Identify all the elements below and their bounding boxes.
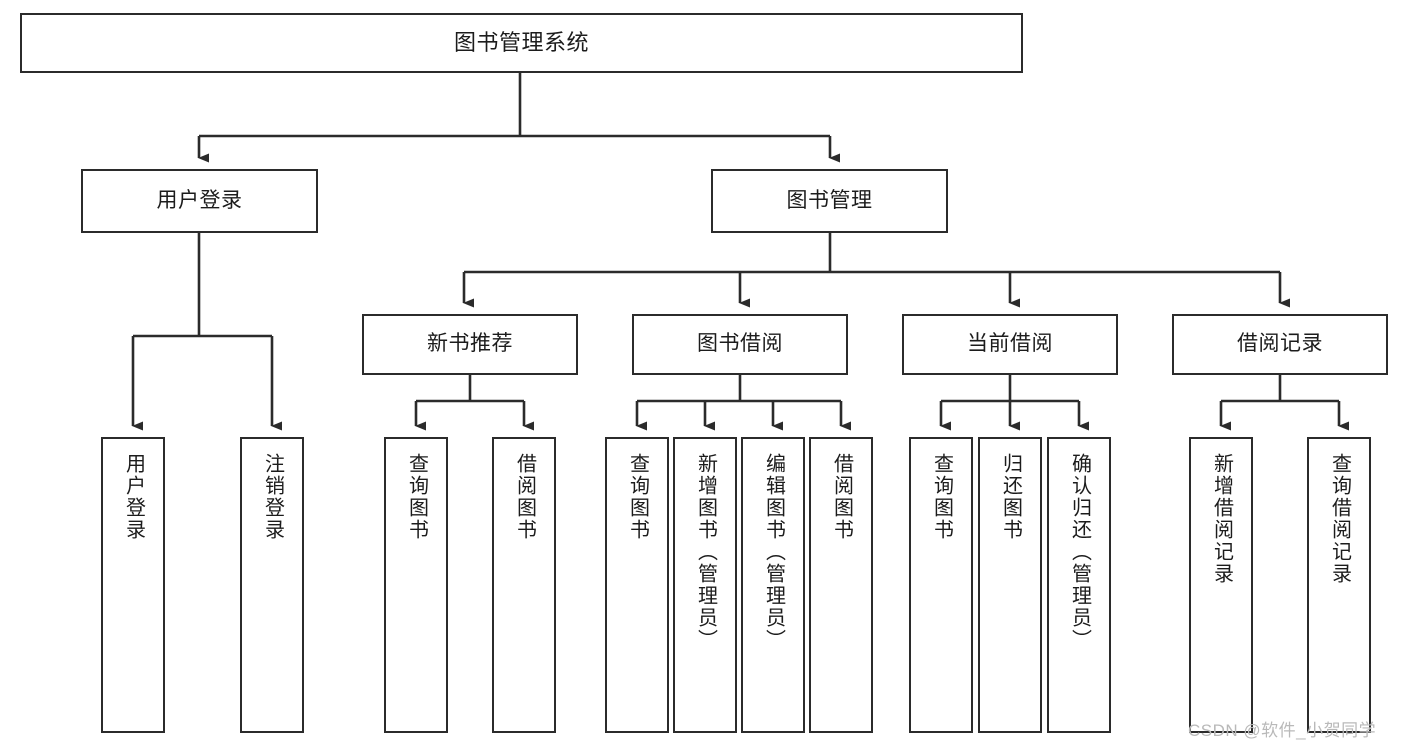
- node-leaf-edit-book[interactable]: 编辑图书（管理员）: [741, 437, 805, 733]
- node-label: 借阅记录: [1237, 332, 1323, 356]
- node-leaf-query-book-3[interactable]: 查询图书: [909, 437, 973, 733]
- node-root-book-management-system[interactable]: 图书管理系统: [20, 13, 1023, 73]
- node-leaf-add-record[interactable]: 新增借阅记录: [1189, 437, 1253, 733]
- node-leaf-return-book[interactable]: 归还图书: [978, 437, 1042, 733]
- node-label: 图书管理: [786, 188, 873, 212]
- node-label: 编辑图书（管理员）: [762, 453, 785, 651]
- node-label: 借阅图书: [830, 453, 853, 541]
- node-book-borrow[interactable]: 图书借阅: [632, 314, 848, 375]
- node-leaf-query-book-1[interactable]: 查询图书: [384, 437, 448, 733]
- node-user-login[interactable]: 用户登录: [81, 169, 318, 233]
- node-new-book-recommend[interactable]: 新书推荐: [362, 314, 578, 375]
- node-leaf-user-login[interactable]: 用户登录: [101, 437, 165, 733]
- node-leaf-add-book[interactable]: 新增图书（管理员）: [673, 437, 737, 733]
- node-label: 查询图书: [930, 453, 953, 541]
- node-label: 注销登录: [261, 453, 284, 541]
- node-leaf-confirm-return[interactable]: 确认归还（管理员）: [1047, 437, 1111, 733]
- node-label: 查询图书: [405, 453, 428, 541]
- node-current-borrow[interactable]: 当前借阅: [902, 314, 1118, 375]
- node-leaf-borrow-book-2[interactable]: 借阅图书: [809, 437, 873, 733]
- node-label: 图书管理系统: [453, 30, 589, 56]
- node-leaf-borrow-book-1[interactable]: 借阅图书: [492, 437, 556, 733]
- node-leaf-logout-login[interactable]: 注销登录: [240, 437, 304, 733]
- node-label: 新增图书（管理员）: [694, 453, 717, 651]
- node-leaf-query-book-2[interactable]: 查询图书: [605, 437, 669, 733]
- node-label: 确认归还（管理员）: [1068, 453, 1091, 651]
- node-book-management[interactable]: 图书管理: [711, 169, 948, 233]
- node-label: 查询图书: [626, 453, 649, 541]
- node-label: 用户登录: [156, 188, 243, 212]
- node-label: 新增借阅记录: [1210, 453, 1233, 585]
- node-leaf-query-record[interactable]: 查询借阅记录: [1307, 437, 1371, 733]
- node-label: 借阅图书: [513, 453, 536, 541]
- node-label: 归还图书: [999, 453, 1022, 541]
- node-label: 用户登录: [122, 453, 145, 541]
- node-borrow-record[interactable]: 借阅记录: [1172, 314, 1388, 375]
- node-label: 查询借阅记录: [1328, 453, 1351, 585]
- node-label: 图书借阅: [697, 332, 783, 356]
- node-label: 新书推荐: [427, 332, 513, 356]
- node-label: 当前借阅: [967, 332, 1053, 356]
